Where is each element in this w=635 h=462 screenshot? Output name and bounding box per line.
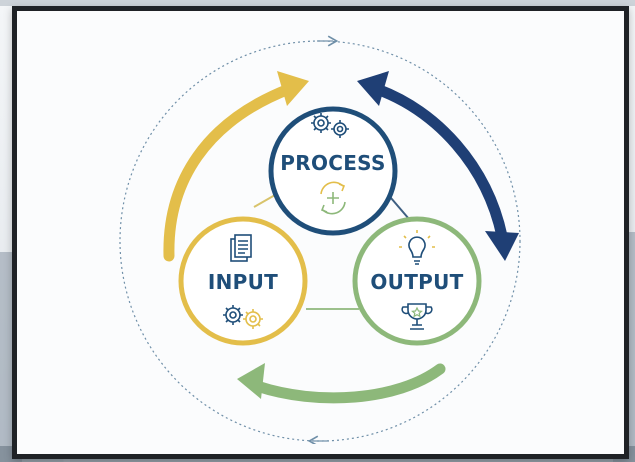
document-icon	[230, 234, 252, 262]
node-process: PROCESS	[268, 106, 398, 236]
arrow-output-to-input	[251, 363, 446, 404]
node-input: INPUT	[178, 216, 308, 346]
cycle-diagram: PROCESS INPUT	[119, 35, 521, 444]
whiteboard-frame: PROCESS INPUT	[12, 6, 629, 459]
arrow-process-output	[371, 83, 508, 242]
node-label-output: OUTPUT	[370, 270, 463, 294]
trophy-icon	[401, 303, 433, 330]
node-label-process: PROCESS	[280, 151, 385, 175]
arrow-input-to-process	[163, 83, 295, 262]
outer-dotted-cycle	[119, 40, 521, 442]
arrow-output-to-input-head	[237, 363, 265, 399]
arrow-process-output-head-top	[357, 71, 389, 106]
arrow-input-to-process-head	[277, 71, 309, 106]
node-label-input: INPUT	[208, 270, 278, 294]
window-mullion	[0, 0, 635, 6]
gears-icon	[311, 113, 349, 138]
cycle-arrows-icon	[320, 181, 346, 215]
lightbulb-icon	[399, 230, 435, 265]
gears-icon	[223, 305, 263, 329]
node-output: OUTPUT	[352, 216, 482, 346]
arrow-process-output-head-bottom	[485, 231, 519, 261]
